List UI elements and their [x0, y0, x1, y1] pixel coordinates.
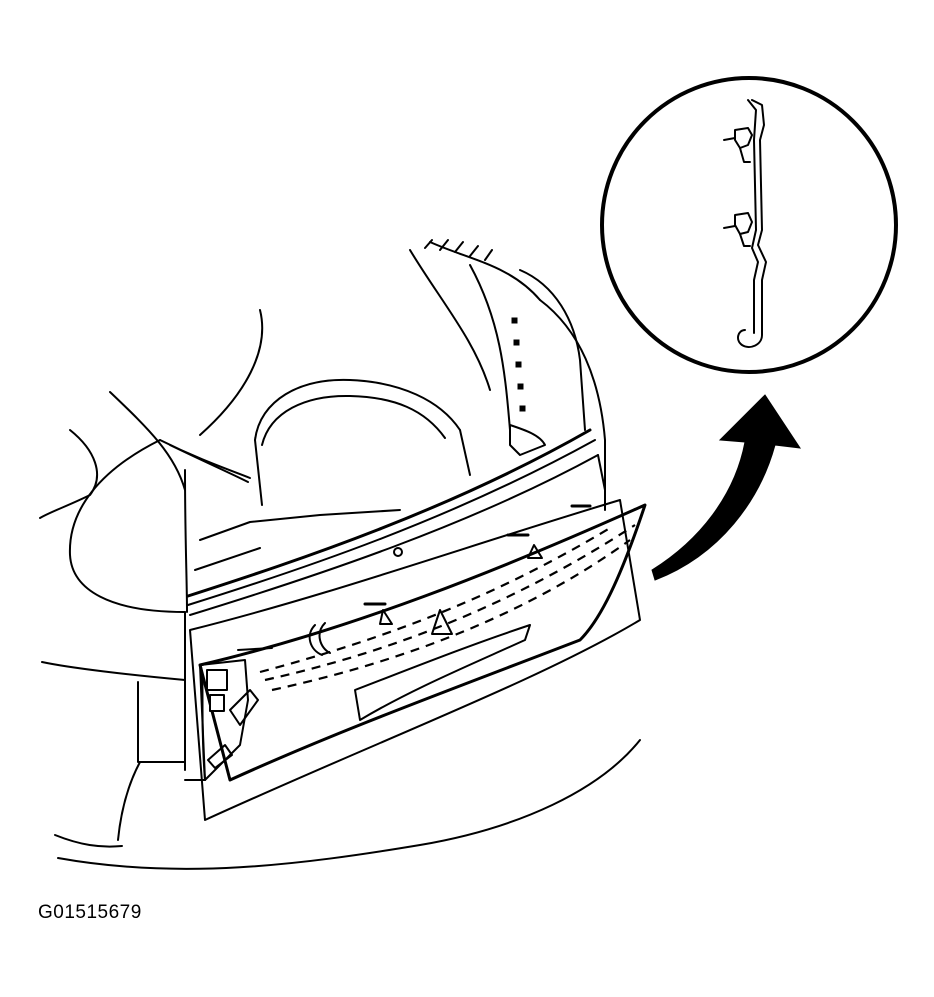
liftgate-sill	[186, 428, 606, 616]
vehicle-body	[39, 239, 641, 870]
latch-bracket	[184, 659, 259, 781]
figure-id-label: G01515679	[38, 902, 142, 923]
pillar-holes	[511, 317, 526, 412]
detail-callout-arrow	[651, 394, 802, 581]
clip-detail-inset	[600, 76, 898, 374]
trim-panel	[189, 499, 647, 821]
